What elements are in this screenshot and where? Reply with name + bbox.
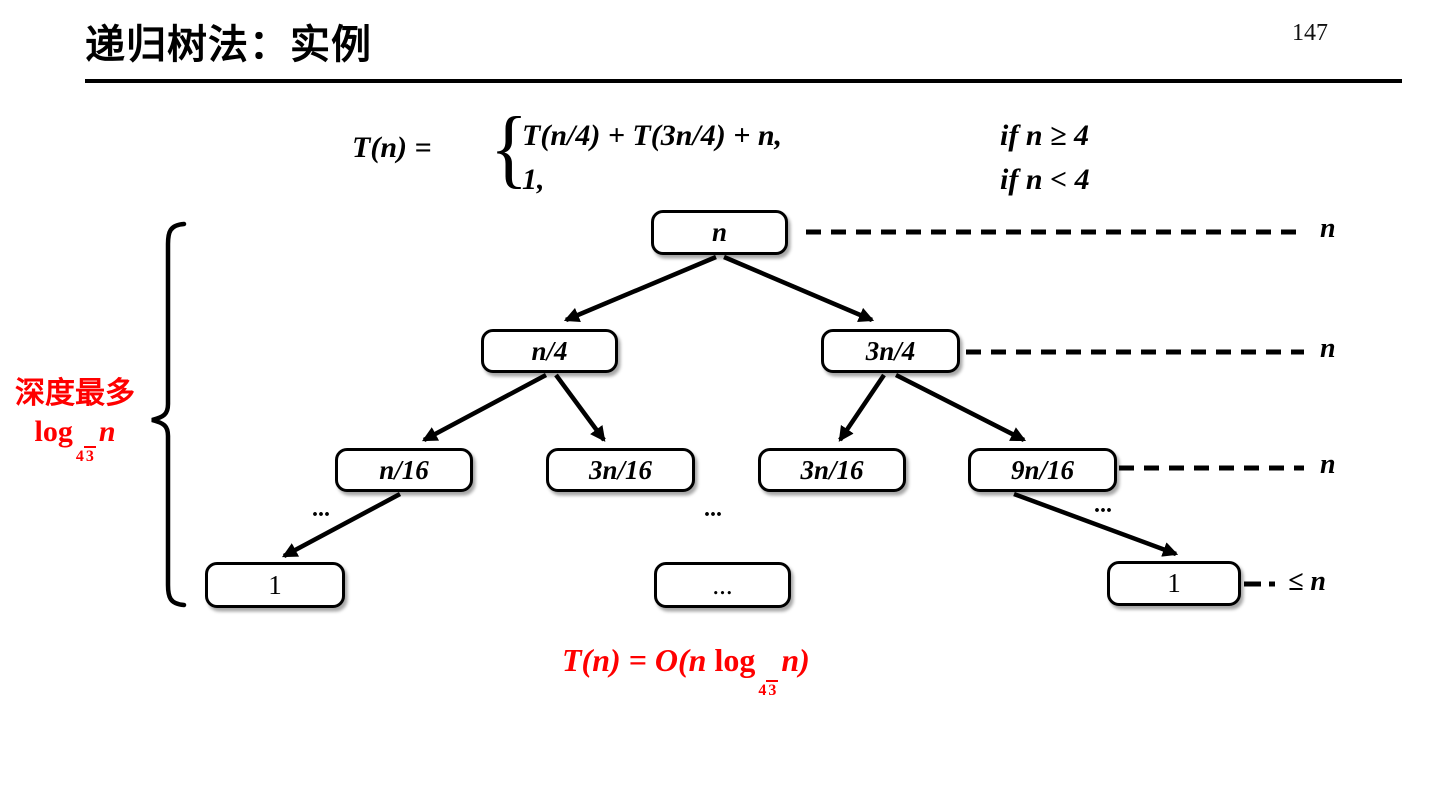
conclusion-suffix: n) bbox=[781, 642, 810, 678]
tree-node-n4: n/4 bbox=[481, 329, 618, 373]
title-underline bbox=[85, 79, 1402, 83]
page-number: 147 bbox=[1292, 20, 1328, 46]
level-sum-2: n bbox=[1320, 333, 1336, 364]
level-sum-dashed-lines bbox=[806, 229, 1304, 587]
tree-edges bbox=[281, 254, 1179, 558]
edge-n16-to-1 bbox=[281, 492, 402, 558]
edge-n4-right bbox=[554, 373, 606, 442]
recurrence-case2-cond: if n < 4 bbox=[1000, 163, 1090, 196]
edge-root-left bbox=[563, 254, 717, 323]
tree-node-9n16: 9n/16 bbox=[968, 448, 1117, 492]
tree-node-leaf-1-left: 1 bbox=[205, 562, 345, 608]
ellipsis-right: ... bbox=[1094, 492, 1112, 518]
ellipsis-left: ... bbox=[312, 496, 330, 522]
recurrence-case1-expr: T(n/4) + T(3n/4) + n, bbox=[522, 119, 783, 152]
level-sum-4: ≤ n bbox=[1288, 566, 1326, 597]
tree-node-3n16-a: 3n/16 bbox=[546, 448, 695, 492]
depth-brace bbox=[151, 221, 187, 608]
recurrence-lhs: T(n) = bbox=[352, 131, 432, 164]
edge-n4-left bbox=[421, 373, 548, 442]
tree-node-leaf-1-right: 1 bbox=[1107, 561, 1241, 606]
recurrence-case2-expr: 1, bbox=[522, 163, 545, 196]
edge-3n4-right bbox=[894, 372, 1027, 443]
conclusion-log-operator: log bbox=[714, 642, 756, 678]
recurrence-brace: { bbox=[490, 100, 529, 197]
tree-node-3n16-b: 3n/16 bbox=[758, 448, 906, 492]
tree-node-n16: n/16 bbox=[335, 448, 473, 492]
log-operator: log bbox=[34, 415, 73, 448]
edge-3n4-left bbox=[838, 373, 886, 442]
conclusion-prefix: T(n) = O(n bbox=[562, 642, 715, 678]
conclusion-fraction-numerator: 4 bbox=[758, 682, 767, 699]
recurrence-case1-cond: if n ≥ 4 bbox=[1000, 119, 1089, 152]
level-sum-3: n bbox=[1320, 449, 1336, 480]
tree-node-root: n bbox=[651, 210, 788, 255]
ellipsis-center: ... bbox=[704, 496, 722, 522]
tree-node-3n4: 3n/4 bbox=[821, 329, 960, 373]
fraction-denominator: 3 bbox=[83, 446, 96, 465]
log-argument: n bbox=[98, 415, 116, 448]
depth-annotation-text: 深度最多 bbox=[15, 377, 135, 410]
level-sum-1: n bbox=[1320, 213, 1336, 244]
edge-root-right bbox=[723, 254, 875, 323]
slide-title: 递归树法：实例 bbox=[85, 23, 372, 67]
tree-node-ellipsis-box: ... bbox=[654, 562, 791, 608]
fraction-numerator: 4 bbox=[75, 448, 84, 465]
conclusion-fraction-denominator: 3 bbox=[766, 680, 779, 699]
